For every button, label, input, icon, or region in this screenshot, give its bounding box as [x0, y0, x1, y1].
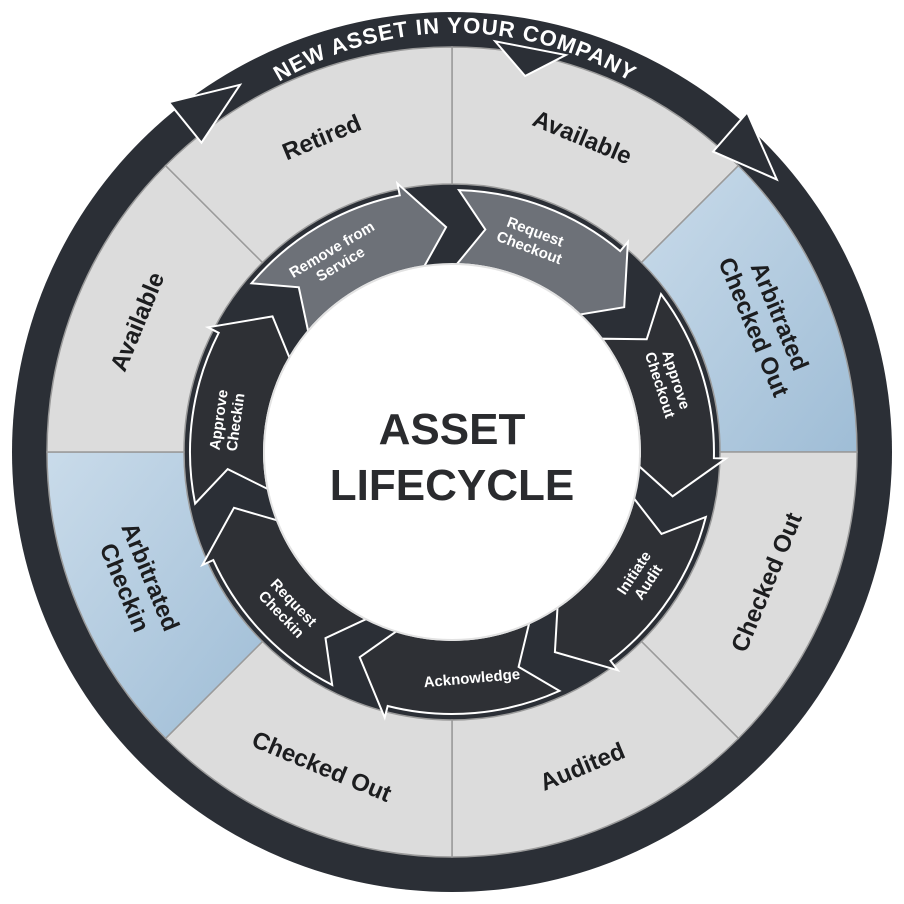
- new-asset-entry-arrow: [492, 39, 569, 78]
- outer-ring-arrows: [167, 39, 779, 182]
- ring-arrow-left: [167, 83, 243, 145]
- center-circle: [263, 263, 641, 641]
- center-title-line1: ASSET: [379, 405, 526, 454]
- action-arrows: RequestCheckoutApproveCheckoutInitiateAu…: [188, 180, 729, 721]
- stage-segment-retired: [164, 46, 453, 264]
- ring-arrow-right: [711, 110, 779, 182]
- center-title-line2: LIFECYCLE: [330, 461, 574, 510]
